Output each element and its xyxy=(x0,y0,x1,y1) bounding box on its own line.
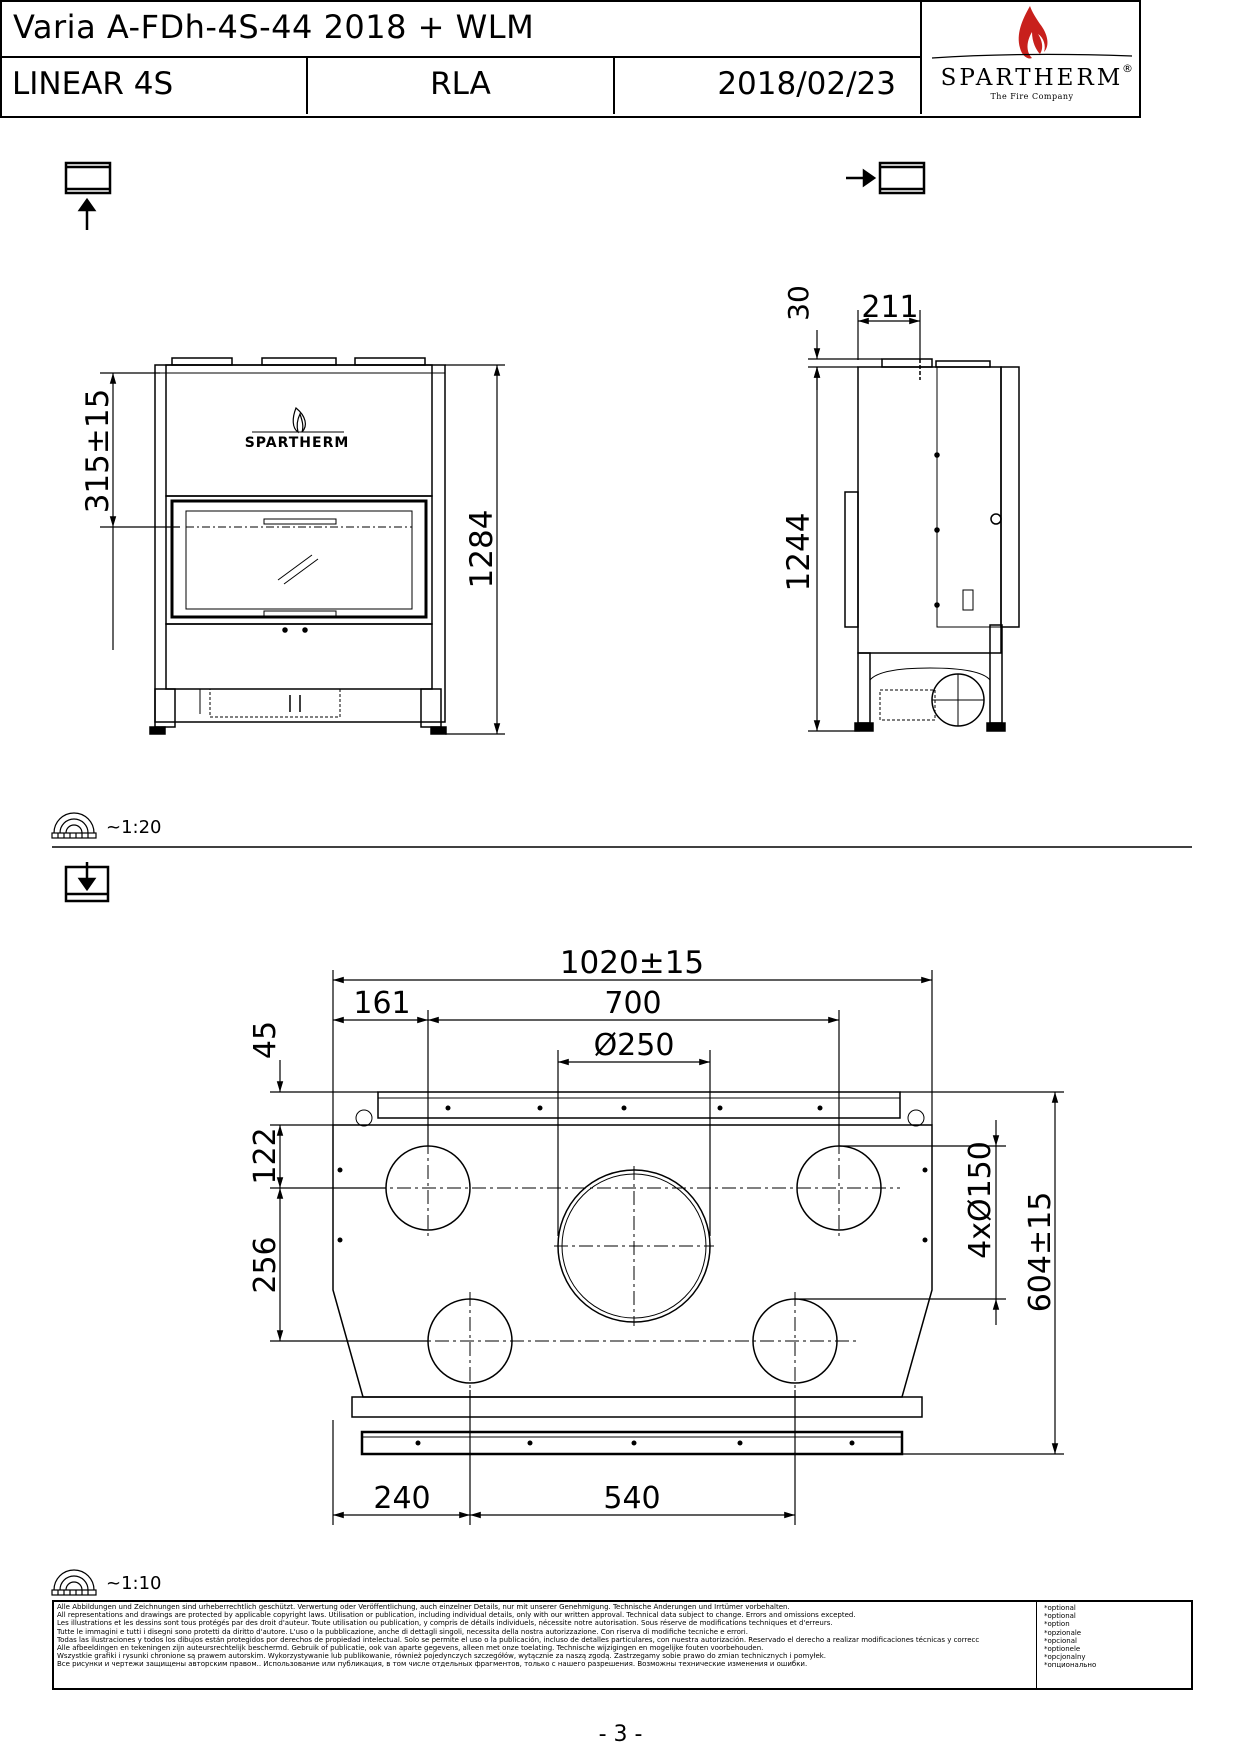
top-dimensions xyxy=(270,970,1064,1525)
dim-central-outlet: Ø250 xyxy=(594,1028,675,1063)
optional-label: *optional xyxy=(1044,1612,1076,1621)
optional-label: *opcional xyxy=(1044,1636,1077,1645)
dim-left-offset: 161 xyxy=(353,986,410,1021)
top-view-centerlines xyxy=(372,1140,900,1390)
dim-second-row: 256 xyxy=(248,1236,283,1293)
variant-cell: RLA xyxy=(308,58,615,114)
disclaimer-line: Tutte le immagini e tutti i disegni sono… xyxy=(57,1627,748,1636)
side-dimensions xyxy=(808,310,921,732)
spartherm-logo: SPARTHERM ® The Fire Company xyxy=(922,0,1137,114)
disclaimer-line: Alle Abbildungen und Zeichnungen sind ur… xyxy=(57,1603,790,1611)
logo-word: SPARTHERM xyxy=(940,65,1124,91)
dim-overall-depth: 604±15 xyxy=(1023,1192,1058,1313)
optional-label: *opcjonalny xyxy=(1044,1653,1086,1662)
dim-side-top-offset: 30 xyxy=(782,285,815,321)
disclaimer-divider xyxy=(1036,1602,1037,1688)
dim-side-height: 1244 xyxy=(781,513,817,592)
front-view xyxy=(149,357,447,735)
top-view-dots xyxy=(337,1105,928,1446)
front-view-symbol xyxy=(64,161,112,230)
dim-bottom-left: 240 xyxy=(373,1481,430,1516)
dim-side-flue-offset: 211 xyxy=(861,290,918,325)
scale-icon xyxy=(51,812,97,839)
optional-labels: *optional *optional *option *opzionale *… xyxy=(1044,1604,1096,1670)
title-block: Varia A-FDh-4S-44 2018 + WLM LINEAR 4S R… xyxy=(0,0,1141,118)
dim-top-offset: 45 xyxy=(248,1021,283,1059)
date-cell: 2018/02/23 xyxy=(615,58,922,114)
disclaimer-line: All representations and drawings are pro… xyxy=(57,1611,856,1620)
optional-label: *option xyxy=(1044,1620,1070,1629)
dim-first-row: 122 xyxy=(248,1127,283,1184)
registered-mark: ® xyxy=(1122,62,1133,75)
optional-label: *optionele xyxy=(1044,1645,1081,1654)
scale-front-side: ~1:20 xyxy=(106,817,162,838)
logo-tagline: The Fire Company xyxy=(990,92,1074,101)
side-view xyxy=(844,358,1020,732)
side-view-symbol xyxy=(846,161,926,195)
drawing-date: 2018/02/23 xyxy=(717,66,896,102)
variant-name: RLA xyxy=(430,66,491,102)
page-number: - 3 - xyxy=(598,1722,643,1747)
disclaimer-line: Alle afbeeldingen en tekeningen zijn aut… xyxy=(57,1644,764,1653)
dim-outer-spacing: 700 xyxy=(604,986,661,1021)
dim-top-section: 315±15 xyxy=(80,389,116,514)
dim-front-height: 1284 xyxy=(464,510,500,589)
front-logo: SPARTHERM xyxy=(245,407,350,451)
disclaimer-line: Les illustrations et les dessins sont to… xyxy=(57,1619,833,1628)
optional-label: *optional xyxy=(1044,1604,1076,1612)
optional-label: *опционально xyxy=(1044,1661,1097,1670)
optional-label: *opzionale xyxy=(1044,1628,1082,1637)
disclaimer-text: Alle Abbildungen und Zeichnungen sind ur… xyxy=(57,1603,979,1669)
title-row: Varia A-FDh-4S-44 2018 + WLM xyxy=(0,0,922,58)
front-dimensions xyxy=(100,364,505,735)
model-cell: LINEAR 4S xyxy=(0,58,308,114)
copyright-disclaimer: Alle Abbildungen und Zeichnungen sind ur… xyxy=(52,1600,1193,1690)
dim-overall-width: 1020±15 xyxy=(560,945,704,981)
front-logo-text: SPARTHERM xyxy=(245,435,350,451)
top-view-symbol xyxy=(64,862,110,903)
dim-bottom-spacing: 540 xyxy=(603,1481,660,1516)
dim-outlets: 4xØ150 xyxy=(963,1141,998,1259)
scale-icon-2 xyxy=(51,1569,97,1596)
model-name: LINEAR 4S xyxy=(12,66,174,102)
disclaimer-line: Todas las ilustraciones y todos los dibu… xyxy=(57,1635,979,1644)
disclaimer-line: Все рисунки и чертежи защищены авторским… xyxy=(57,1660,808,1669)
disclaimer-line: Wszystkie grafiki i rysunki chronione są… xyxy=(57,1652,827,1661)
drawing-title: Varia A-FDh-4S-44 2018 + WLM xyxy=(13,8,535,46)
scale-top-view: ~1:10 xyxy=(106,1573,162,1594)
flame-icon xyxy=(931,6,1133,59)
